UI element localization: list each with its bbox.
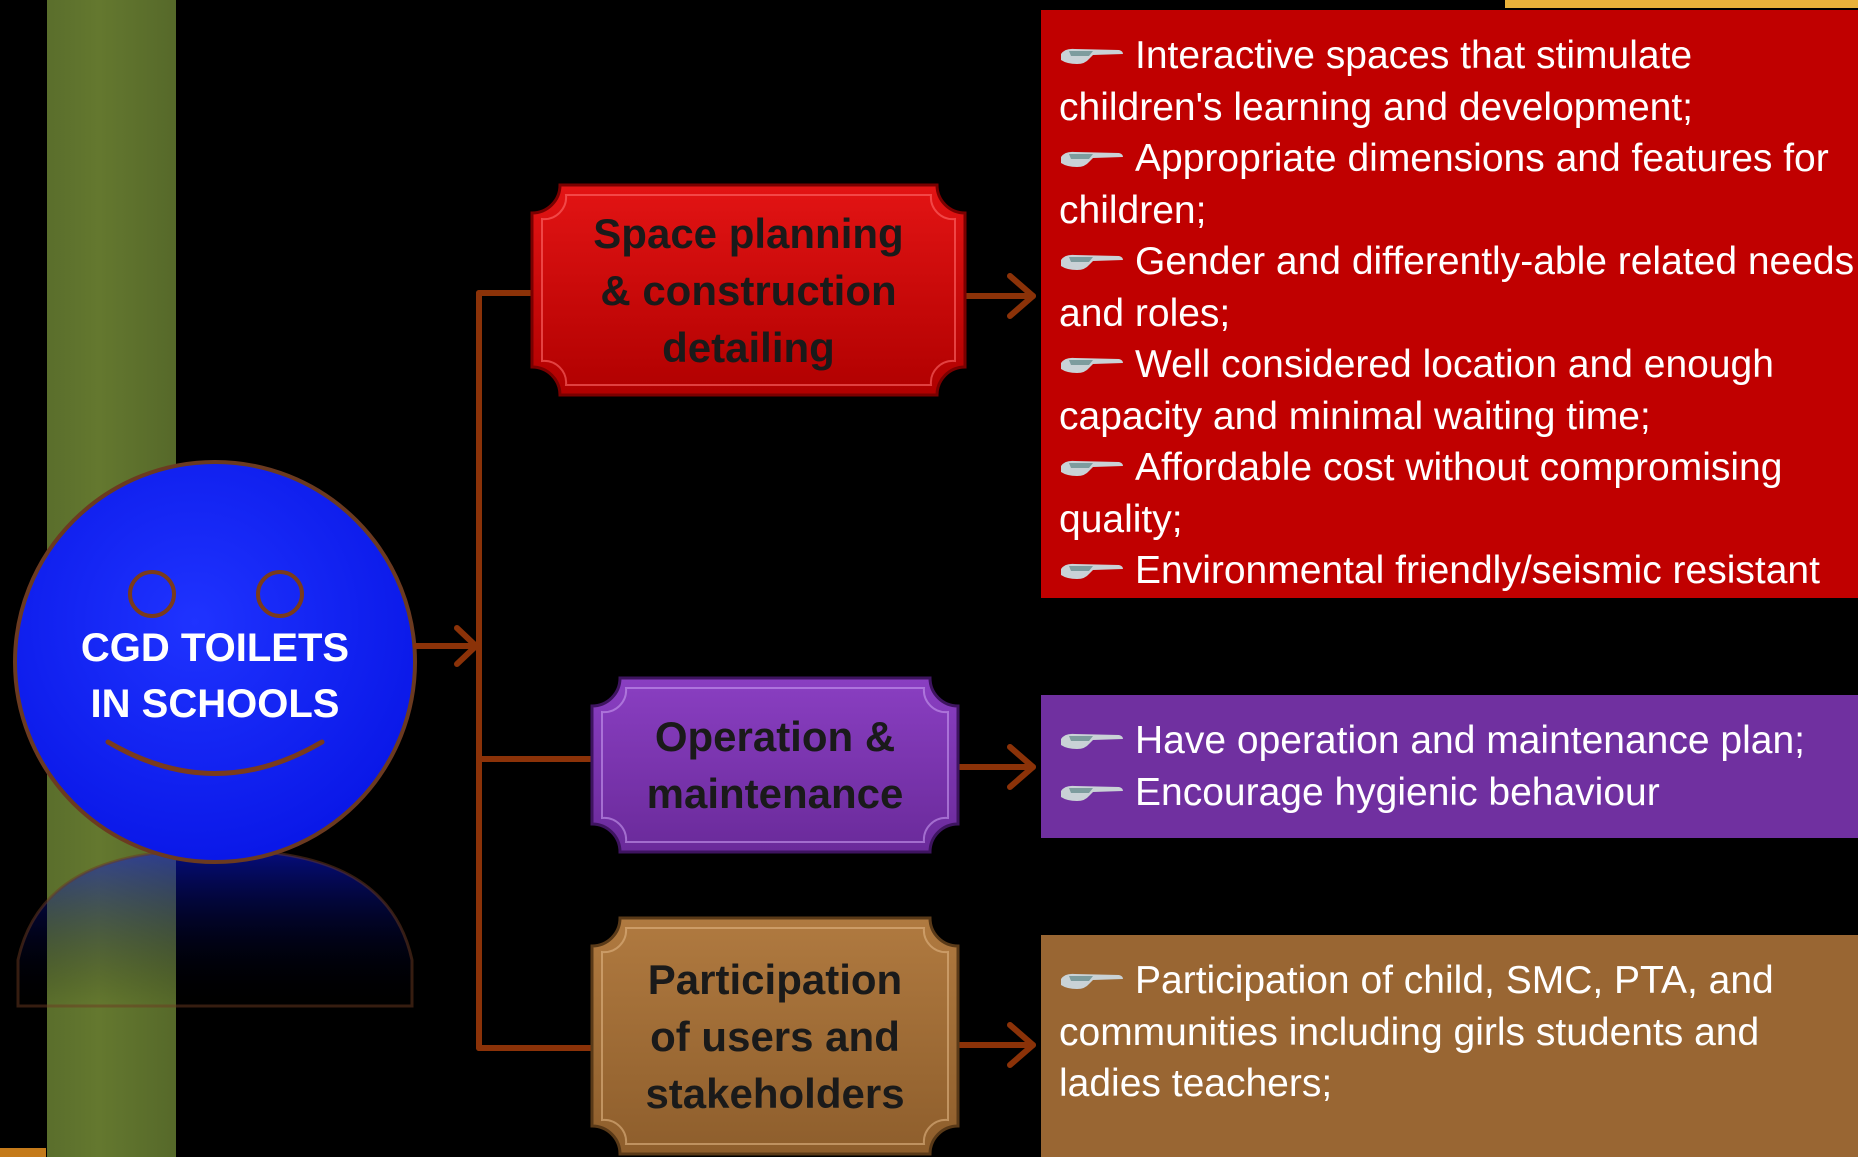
corner-accent [1505,0,1858,8]
list-item: Participation of child, SMC, PTA, and co… [1059,955,1858,1110]
center-label: CGD TOILETS IN SCHOOLS [60,620,370,732]
list-item: Interactive spaces that stimulate childr… [1059,30,1858,133]
pointing-hand-icon [1061,563,1123,579]
branch-label-space-planning: Space planning & construction detailing [532,185,965,395]
pointing-hand-icon [1061,254,1123,270]
branch-label-line: detailing [662,323,835,371]
branch-label-line: Participation [647,955,903,1003]
bottom-accent [0,1148,46,1157]
list-item: Environmental friendly/seismic resistant [1059,545,1858,597]
list-item-text: Have operation and maintenance plan; [1135,719,1805,762]
pointing-hand-icon [1061,151,1123,167]
arrow-right-icon [1007,1022,1036,1068]
branch-label-operation: Operation & maintenance [592,678,958,852]
branch-label-line: Operation & [654,713,896,760]
detail-panel-participation: Participation of child, SMC, PTA, and co… [1041,935,1858,1157]
smile-mouth [105,739,325,776]
branch-box-1 [530,183,967,397]
pointing-hand-icon [1061,973,1123,989]
pointing-hand-icon [1061,460,1123,476]
pointing-hand-icon [1061,785,1123,801]
list-item-text: Well considered location and enough capa… [1059,343,1774,438]
center-label-line: CGD TOILETS [80,626,350,670]
left-eye [128,570,176,618]
list-item: Affordable cost without compromising qua… [1059,442,1858,545]
list-item: Encourage hygienic behaviour [1059,767,1858,819]
face-reflection [16,848,414,1008]
pointing-hand-icon [1061,357,1123,373]
branch-label-line: & construction [600,266,897,314]
branch-label-line: Space planning [593,209,904,257]
branch-box-2 [590,676,960,854]
list-item-text: Participation of child, SMC, PTA, and co… [1059,959,1774,1105]
smiley-face [13,460,417,864]
list-item: Gender and differently-able related need… [1059,236,1858,339]
branch-box-3 [590,916,960,1156]
list-item: Have operation and maintenance plan; [1059,715,1858,767]
list-item-text: Encourage hygienic behaviour [1135,770,1660,814]
right-eye [256,570,304,618]
list-item-text: Affordable cost without compromising qua… [1059,446,1783,541]
branch-label-line: maintenance [646,770,904,817]
arrow-right-icon [1007,273,1036,319]
branch-label-participation: Participation of users and stakeholders [592,918,958,1154]
list-item-text: Appropriate dimensions and features for … [1059,137,1829,232]
list-item-text: Environmental friendly/seismic resistant [1135,549,1820,592]
detail-panel-space-planning: Interactive spaces that stimulate childr… [1041,10,1858,598]
list-item-text: Interactive spaces that stimulate childr… [1059,34,1694,129]
detail-panel-operation: Have operation and maintenance plan; Enc… [1041,695,1858,838]
pointing-hand-icon [1061,733,1123,749]
arrow-right-icon [1007,744,1036,790]
list-item-text: Gender and differently-able related need… [1059,240,1855,335]
center-label-line: IN SCHOOLS [90,682,340,726]
pointing-hand-icon [1061,48,1123,64]
branch-label-line: stakeholders [645,1069,905,1117]
list-item: Appropriate dimensions and features for … [1059,133,1858,236]
connector-lines [413,273,1036,1068]
list-item: Well considered location and enough capa… [1059,339,1858,442]
branch-label-line: of users and [650,1012,900,1060]
